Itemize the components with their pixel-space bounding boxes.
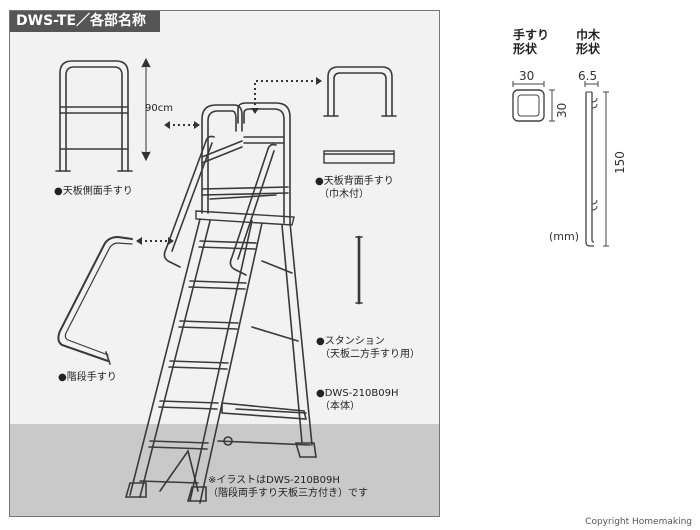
- illustration-note-line2: （階段両手すり天板三方付き）です: [208, 488, 368, 499]
- handrail-shape-heading-line2: 形状: [513, 42, 538, 56]
- parts-illustration-panel: DWS-TE／各部名称 90cm ●天板側面手すり ●天板背面手すり （巾木付）…: [9, 10, 440, 517]
- kickboard-height-dim: 150: [613, 151, 627, 174]
- illustration-drawing: [55, 57, 397, 504]
- handrail-shape-heading-line1: 手すり: [513, 28, 550, 42]
- back-handrail-part: [323, 66, 397, 164]
- top-side-rail-label: ●天板側面手すり: [54, 186, 133, 197]
- stanchion-label: ●スタンション: [316, 336, 385, 347]
- stanchion-sub-label: （天板二方手すり用）: [320, 349, 420, 360]
- illustration-note-line1: ※イラストはDWS-210B09H: [208, 475, 340, 486]
- connector-back-rail: [254, 80, 318, 105]
- kickboard-thickness-dim: 6.5: [578, 69, 598, 83]
- step-ladder-body: [124, 102, 317, 504]
- kickboard-shape-heading-line2: 形状: [576, 42, 601, 56]
- kickboard-shape-heading-line1: 巾木: [576, 28, 601, 42]
- copyright-notice: Copyright Homemaking: [585, 517, 692, 527]
- back-rail-sub-label: （巾木付）: [319, 189, 369, 200]
- top-side-handrail-part: [55, 60, 133, 172]
- stair-handrail-part: [57, 235, 133, 365]
- unit-label: (mm): [549, 230, 580, 243]
- handrail-shape-heading: 手すり 形状: [513, 28, 549, 56]
- back-rail-label: ●天板背面手すり: [315, 176, 394, 187]
- kickboard-shape-heading: 巾木 形状: [576, 28, 600, 56]
- body-model-label: ●DWS-210B09H: [316, 388, 399, 399]
- dim-90-label: 90cm: [145, 103, 173, 114]
- stanchion-part: [355, 235, 363, 305]
- handrail-height-dim: 30: [555, 102, 569, 118]
- stair-rail-label: ●階段手すり: [58, 372, 117, 383]
- page-title: DWS-TE／各部名称: [10, 11, 161, 32]
- dim-90-arrow: [141, 57, 151, 162]
- handrail-width-dim: 30: [519, 69, 535, 83]
- body-sub-label: （本体）: [320, 401, 360, 412]
- cross-section-drawing: [512, 81, 609, 247]
